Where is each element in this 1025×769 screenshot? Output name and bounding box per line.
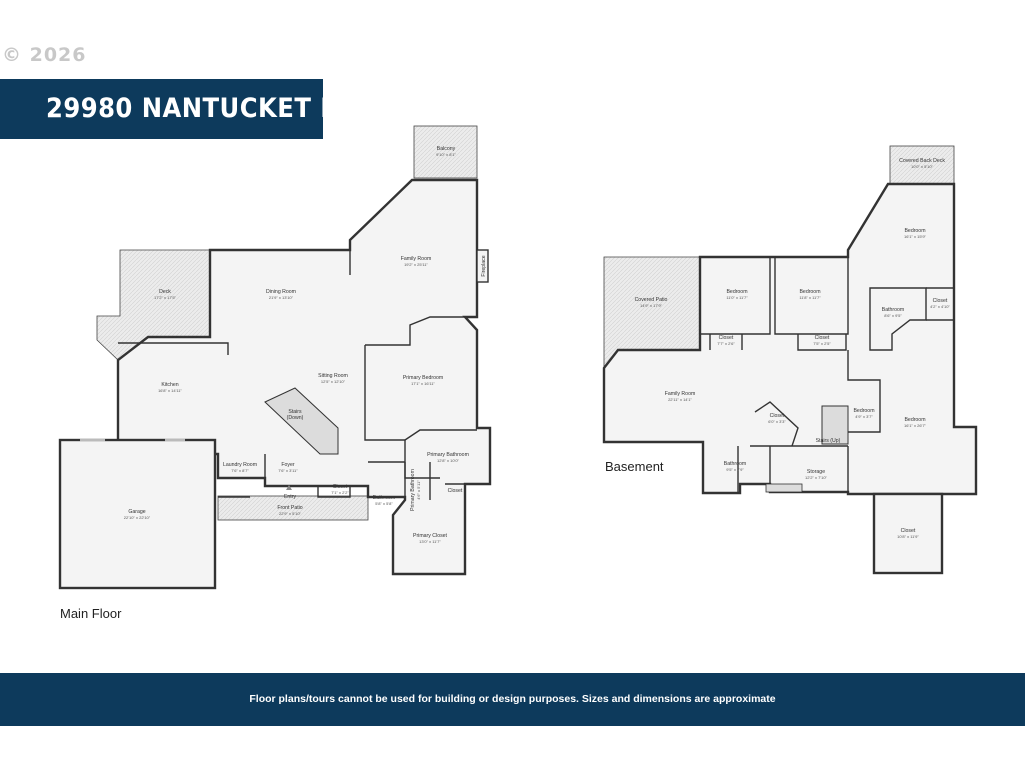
room-family-room: Family Room — [401, 256, 432, 262]
stairs-up — [821, 405, 849, 445]
room-bedroom-2: Bedroom — [799, 289, 820, 295]
dim-closet-b2: 7'5" x 2'5" — [813, 341, 831, 346]
dim-laundry: 7'6" x 8'7" — [231, 468, 249, 473]
room-bedroom-top-right: Bedroom — [904, 228, 925, 234]
room-stairs: Stairs — [288, 409, 302, 415]
dim-primary-bedroom: 17'1" x 16'11" — [411, 381, 435, 386]
room-primary-closet: Primary Closet — [413, 533, 448, 539]
room-bedroom-right: Bedroom — [904, 417, 925, 423]
basement-label: Basement — [605, 459, 664, 474]
dim-family-room: 19'2" x 25'11" — [404, 262, 428, 267]
room-laundry: Laundry Room — [223, 462, 257, 468]
room-bathroom-main: Bathroom — [373, 495, 396, 501]
room-storage: Storage — [807, 469, 825, 475]
room-bedroom-1: Bedroom — [726, 289, 747, 295]
room-dining-room: Dining Room — [266, 289, 296, 295]
title-banner — [0, 79, 323, 139]
room-front-patio: Front Patio — [277, 505, 302, 511]
dim-bathroom-top: 8'6" x 9'5" — [884, 313, 902, 318]
room-foyer: Foyer — [281, 462, 295, 468]
room-bedroom-small: Bedroom — [853, 408, 874, 414]
dim-closet-main: 7'1" x 2'2" — [331, 490, 349, 495]
room-primary-bedroom: Primary Bedroom — [403, 375, 443, 381]
dim-bedroom-1: 11'0" x 11'7" — [726, 295, 748, 300]
dim-primary-bathroom-small: 4'6" x 5'11" — [416, 480, 421, 500]
room-entry: Entry — [284, 494, 297, 500]
dim-deck: 17'2" x 17'5" — [154, 295, 177, 300]
room-closet-bottom: Closet — [901, 528, 916, 534]
balcony-area — [413, 125, 478, 179]
disclaimer-banner — [0, 673, 1025, 726]
dim-closet-mid: 6'0" x 3'3" — [768, 419, 786, 424]
room-closet-b2: Closet — [815, 335, 830, 341]
room-covered-back-deck: Covered Back Deck — [899, 158, 945, 164]
garage-outline — [58, 438, 217, 590]
entry-arrow-icon — [286, 485, 292, 490]
copyright-watermark: © 2026 — [2, 44, 87, 66]
room-closet-mid: Closet — [770, 413, 785, 419]
room-covered-patio: Covered Patio — [635, 297, 668, 303]
dim-covered-patio: 14'9" x 17'9" — [640, 303, 663, 308]
dim-balcony: 9'10" x 8'1" — [436, 152, 456, 157]
room-garage: Garage — [128, 509, 145, 515]
property-address-title: 29980 NANTUCKET DR — [46, 93, 361, 124]
dim-foyer: 7'6" x 3'11" — [278, 468, 298, 473]
main-floor-plan — [58, 125, 492, 590]
dim-bedroom-top-right: 16'1" x 15'9" — [904, 234, 927, 239]
room-primary-bathroom: Primary Bathroom — [427, 452, 469, 458]
room-family-room-basement: Family Room — [665, 391, 696, 397]
room-primary-bathroom-small: Primary Bathroom — [410, 469, 416, 511]
room-sitting-room: Sitting Room — [318, 373, 348, 379]
dim-primary-bathroom: 12'8" x 10'0" — [437, 458, 460, 463]
dim-sitting-room: 12'5" x 12'10" — [321, 379, 346, 384]
dim-bedroom-right: 16'1" x 26'7" — [904, 423, 927, 428]
room-balcony: Balcony — [437, 146, 456, 152]
dim-closet-top: 4'2" x 4'10" — [930, 304, 950, 309]
dim-dining-room: 21'9" x 13'10" — [269, 295, 294, 300]
dim-primary-closet: 13'0" x 11'7" — [419, 539, 441, 544]
dim-closet-bottom: 10'8" x 11'9" — [897, 534, 919, 539]
basement-plan — [602, 145, 978, 575]
dim-bedroom-small: 4'9" x 3'7" — [855, 414, 873, 419]
room-stairs-up: Stairs (Up) — [816, 438, 841, 444]
room-fireplace: Fireplace — [481, 255, 487, 276]
dim-closet-b1: 7'7" x 2'6" — [717, 341, 735, 346]
dim-bathroom-bottom: 9'5" x 7'9" — [726, 467, 744, 472]
dim-front-patio: 22'9" x 5'10" — [279, 511, 302, 516]
fireplace — [476, 249, 489, 283]
room-closet-main: Closet — [333, 484, 348, 490]
main-floor-label: Main Floor — [60, 606, 122, 621]
dim-kitchen: 16'8" x 14'11" — [158, 388, 182, 393]
front-patio-area — [217, 495, 369, 521]
room-closet-primary-bath: Closet — [448, 488, 463, 494]
dim-bedroom-2: 11'8" x 11'7" — [799, 295, 821, 300]
room-bathroom-bottom: Bathroom — [724, 461, 747, 467]
room-kitchen: Kitchen — [161, 382, 178, 388]
disclaimer-text: Floor plans/tours cannot be used for bui… — [249, 693, 776, 705]
room-closet-top: Closet — [933, 298, 948, 304]
dim-storage: 12'2" x 7'10" — [805, 475, 828, 480]
dim-garage: 22'10" x 22'10" — [124, 515, 151, 520]
closet-bottom-outline — [872, 492, 944, 575]
stairs-down — [264, 387, 339, 455]
room-closet-b1: Closet — [719, 335, 734, 341]
dim-covered-back-deck: 10'0" x 5'10" — [911, 164, 934, 169]
room-bathroom-top: Bathroom — [882, 307, 905, 313]
dim-bathroom-main: 5'8" x 5'8" — [375, 501, 393, 506]
stairs-direction: (Down) — [287, 415, 304, 421]
room-deck: Deck — [159, 289, 171, 295]
covered-back-deck-area — [889, 145, 955, 185]
dim-family-room-basement: 22'11" x 14'1" — [668, 397, 692, 402]
